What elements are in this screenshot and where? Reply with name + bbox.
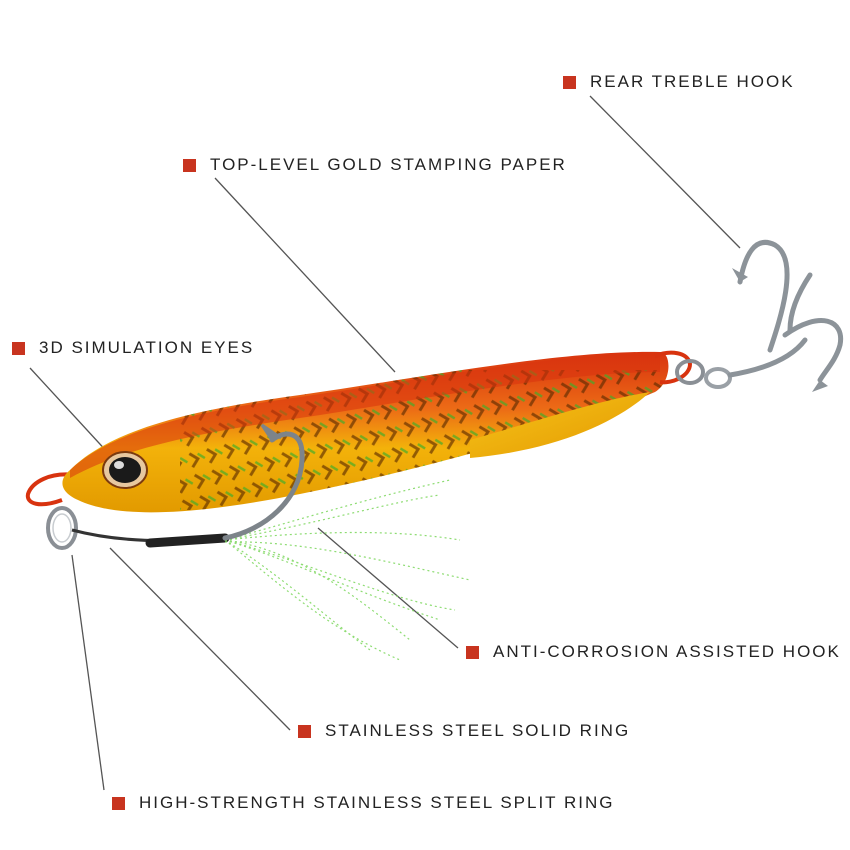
callout-bullet xyxy=(12,341,25,355)
leader-solid-ring xyxy=(109,547,291,731)
callout-bullet xyxy=(298,724,311,738)
rear-treble-hook xyxy=(727,240,844,383)
leader-gold-stamping xyxy=(214,177,396,373)
tail-eyelet xyxy=(654,350,693,385)
leader-lines xyxy=(29,95,741,791)
assisted-hook xyxy=(222,431,305,541)
callout-eyes-label: 3D SIMULATION EYES xyxy=(39,338,255,357)
callout-eyes: 3D SIMULATION EYES xyxy=(12,338,254,358)
3d-eye xyxy=(102,451,148,489)
nose-wire-loop xyxy=(25,472,76,507)
assist-tube xyxy=(145,533,230,548)
callout-rear-treble-hook-label: REAR TREBLE HOOK xyxy=(590,72,795,91)
leader-split-ring xyxy=(71,554,105,791)
callout-gold-stamping-label: TOP-LEVEL GOLD STAMPING PAPER xyxy=(210,155,567,174)
callout-assisted-hook: ANTI-CORROSION ASSISTED HOOK xyxy=(466,642,841,662)
leader-assisted-hook xyxy=(317,527,459,649)
callout-solid-ring-label: STAINLESS STEEL SOLID RING xyxy=(325,721,631,740)
callout-bullet xyxy=(183,158,196,172)
callout-split-ring-label: HIGH-STRENGTH STAINLESS STEEL SPLIT RING xyxy=(139,793,615,812)
callout-assisted-hook-label: ANTI-CORROSION ASSISTED HOOK xyxy=(493,642,841,661)
callout-rear-treble-hook: REAR TREBLE HOOK xyxy=(563,72,795,92)
rear-split-ring xyxy=(675,359,705,385)
leader-eyes xyxy=(29,367,111,456)
callout-solid-ring: STAINLESS STEEL SOLID RING xyxy=(298,721,630,741)
callout-bullet xyxy=(112,796,125,810)
flash-fibers xyxy=(224,479,471,661)
split-ring xyxy=(46,506,78,550)
callout-bullet xyxy=(466,645,479,659)
callout-bullet xyxy=(563,75,576,89)
callout-gold-stamping: TOP-LEVEL GOLD STAMPING PAPER xyxy=(183,155,567,175)
belly-fin xyxy=(470,392,650,458)
leader-rear-treble-hook xyxy=(589,95,741,249)
callout-split-ring: HIGH-STRENGTH STAINLESS STEEL SPLIT RING xyxy=(112,793,614,813)
